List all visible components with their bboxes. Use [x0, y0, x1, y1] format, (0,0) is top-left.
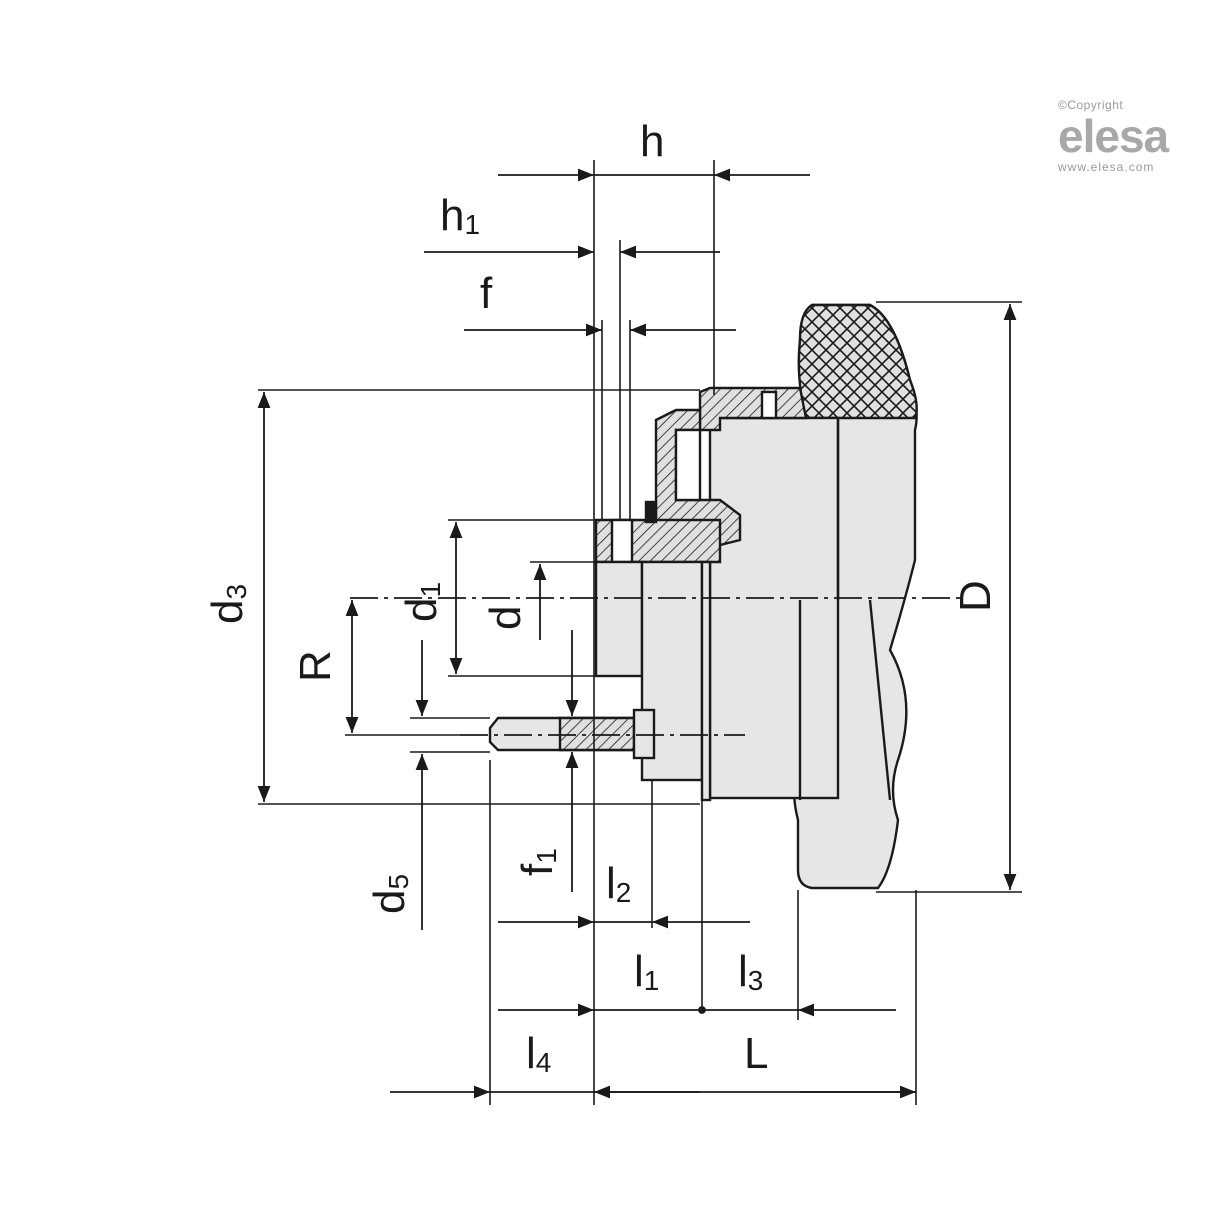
label-l2: l2 — [606, 859, 631, 908]
label-h: h — [640, 117, 664, 166]
label-l4: l4 — [526, 1029, 551, 1078]
label-l3: l3 — [738, 947, 763, 996]
shaft-boss — [594, 560, 644, 678]
elesa-watermark: ©Copyright elesa www.elesa.com — [1058, 98, 1206, 174]
label-f: f — [480, 269, 493, 318]
wheel-hub — [708, 416, 840, 800]
brand-logo: elesa — [1058, 110, 1169, 162]
label-D: D — [951, 580, 1000, 612]
brand-url: www.elesa.com — [1058, 160, 1155, 174]
knurled-grip — [797, 303, 918, 420]
plunger-thread-section — [558, 716, 636, 752]
label-d5: d5 — [365, 874, 414, 914]
dimension-lines — [257, 168, 1017, 1099]
label-l1: l1 — [634, 947, 659, 996]
copyright-text: ©Copyright — [1058, 98, 1124, 112]
dimension-labels: h h1 f d3 R d1 d d5 f1 D l2 l1 l3 l4 L — [203, 117, 1000, 1078]
label-h1: h1 — [440, 191, 480, 240]
label-L: L — [744, 1029, 768, 1078]
extension-lines — [258, 160, 1022, 1105]
label-d: d — [481, 606, 530, 630]
label-R: R — [291, 650, 340, 682]
label-d3: d3 — [203, 584, 252, 624]
label-f1: f1 — [513, 848, 562, 876]
label-d1: d1 — [397, 582, 446, 622]
handwheel-body — [488, 303, 918, 890]
center-lines — [350, 597, 960, 736]
